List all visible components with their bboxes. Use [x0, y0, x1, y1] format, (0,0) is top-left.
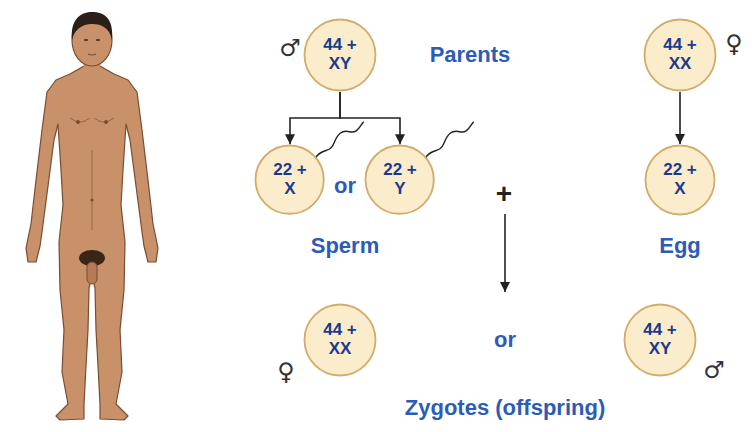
sex-symbol: ♂: [279, 35, 301, 61]
arrow-connector: [290, 92, 340, 144]
caption-text: Zygotes (offspring): [405, 396, 605, 420]
cell-circle: 44 + XY: [623, 303, 697, 377]
hair: [72, 12, 112, 40]
cell-circle: 44 + XY: [303, 18, 377, 92]
sex-symbol: ♀: [725, 31, 743, 57]
chromosome-count: 22 + X: [267, 161, 313, 198]
chromosome-count: 44 + XX: [657, 36, 703, 73]
cell-circle: 44 + XX: [643, 18, 717, 92]
fertilization-arrow: [504, 214, 506, 292]
male-figure: [26, 12, 158, 420]
mouth: [88, 54, 96, 55]
chromosome-count: 44 + XY: [317, 36, 363, 73]
caption-text: +: [496, 179, 512, 210]
arrow-connector: [679, 92, 681, 144]
body-outline: [26, 66, 158, 420]
chromosome-count: 44 + XX: [317, 321, 363, 358]
eyes: [84, 39, 100, 41]
cell-circle: 22 + Y: [364, 144, 435, 215]
caption-text: or: [494, 328, 516, 352]
cell-circle: 44 + XX: [303, 303, 377, 377]
arrow-connector: [340, 92, 400, 144]
nipple: [104, 120, 108, 124]
chromosome-count: 22 + X: [657, 161, 703, 198]
sex-symbol: ♂: [703, 357, 725, 383]
chromosome-count: 22 + Y: [377, 161, 423, 198]
genitals: [87, 262, 97, 284]
navel: [90, 198, 93, 201]
caption-text: or: [334, 174, 356, 198]
caption-text: Sperm: [311, 234, 379, 258]
chromosome-count: 44 + XY: [637, 321, 683, 358]
nipple: [76, 120, 80, 124]
sex-symbol: ♀: [277, 359, 295, 385]
caption-text: Egg: [659, 234, 701, 258]
muscle-lines: [70, 118, 114, 230]
caption-text: Parents: [430, 43, 511, 67]
cell-circle: 22 + X: [254, 144, 325, 215]
sperm-tail: [426, 122, 474, 158]
cell-circle: 22 + X: [644, 144, 716, 216]
sperm-tail: [316, 122, 364, 158]
